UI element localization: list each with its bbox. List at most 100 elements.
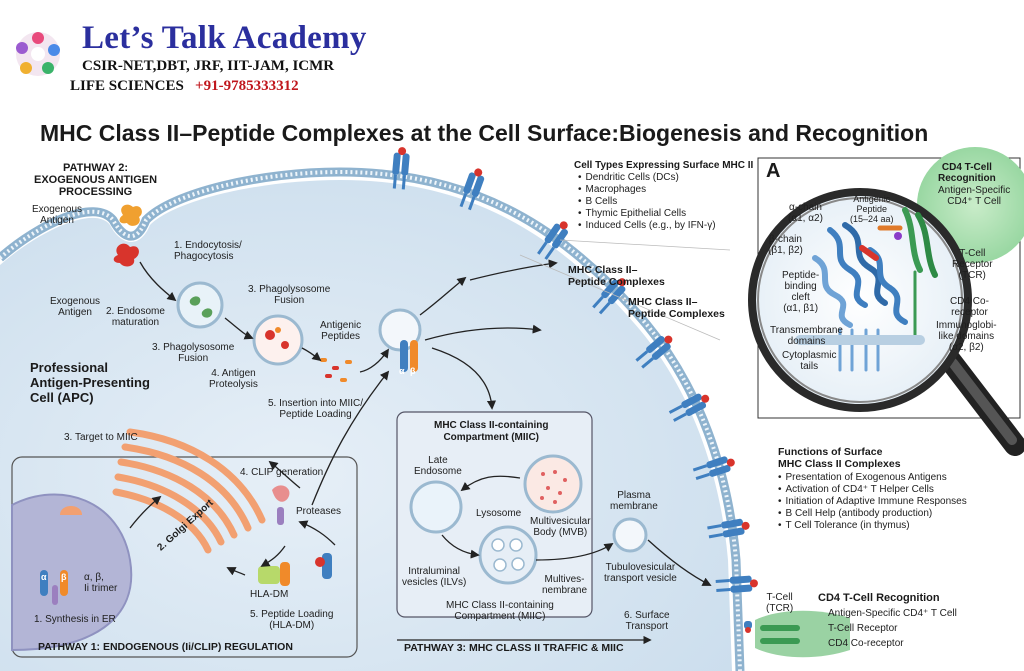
inset-transmembrane: Transmembrane domains xyxy=(770,325,843,347)
label-line: Peptide- xyxy=(782,270,820,281)
inset-cd4-coreceptor: CD4 Co- receptor xyxy=(950,296,989,318)
label-line: (HLA-DM) xyxy=(269,620,315,631)
label-line: binding xyxy=(784,281,817,292)
exogenous-antigen-blob-top xyxy=(119,204,142,226)
inset-cyto-tails: Cytoplasmic tails xyxy=(782,350,836,372)
label-line: Immunoglobi- xyxy=(936,320,997,331)
label-line: α-chain xyxy=(788,202,822,213)
label-line: Peptides xyxy=(321,331,361,342)
label-line: 3. Phagolysosome xyxy=(152,342,235,353)
exogenous-antigen-label-top: Exogenous Antigen xyxy=(32,204,82,226)
label-line: Fusion xyxy=(178,353,209,364)
cell-type-item: B Cells xyxy=(578,196,753,208)
label-line: Body (MVB) xyxy=(533,527,588,538)
step-phagolysosome-fusion-bottom: 3. Phagolysosome Fusion xyxy=(152,342,234,364)
apc-label-line: Cell (APC) xyxy=(30,390,94,405)
plasma-membrane-label: Plasma membrane xyxy=(610,490,658,512)
brand-name: Let’s Talk Academy xyxy=(82,20,367,56)
label-line: like domains xyxy=(938,331,995,342)
cd4-recognition-item: T-Cell Receptor xyxy=(828,623,898,634)
label-line: Transport xyxy=(625,621,668,632)
label-line: (TCR) xyxy=(958,270,986,281)
hla-dm-label: HLA-DM xyxy=(250,589,289,600)
function-item: T Cell Tolerance (in thymus) xyxy=(778,520,967,532)
phagolysosome-vesicle xyxy=(252,314,304,366)
multivesicular-compartment xyxy=(478,525,538,585)
trimer-beta-glyph: β xyxy=(61,572,67,582)
label-line: Exogenous xyxy=(50,296,101,307)
label-line: Fusion xyxy=(274,295,305,306)
lysosome-label: Lysosome xyxy=(476,508,522,519)
protease-shape xyxy=(272,485,290,502)
inset-peptide-binding-cleft: Peptide- binding cleft (α1, β1) xyxy=(782,270,819,314)
label-line: CD4⁺ T Cell xyxy=(947,196,1002,207)
surface-mhc-molecules xyxy=(392,147,758,593)
label-line: T-Cell xyxy=(766,592,793,603)
pathway2-header-line: EXOGENOUS ANTIGEN xyxy=(34,174,158,186)
bottom-tcell xyxy=(755,610,850,658)
step-endosome-maturation: 2. Endosome maturation xyxy=(106,306,165,328)
apc-label-line: Professional xyxy=(30,360,109,375)
inset-cd4-sub: Antigen-Specific CD4⁺ T Cell xyxy=(938,185,1010,207)
label-line: Peptide Loading xyxy=(279,409,352,420)
function-item: Activation of CD4⁺ T Helper Cells xyxy=(778,484,967,496)
label-line: vesicles (ILVs) xyxy=(402,577,467,588)
miic-header: MHC Class II-containing Compartment (MII… xyxy=(434,420,548,444)
label-line: CD4 Co- xyxy=(950,296,989,307)
label-line: maturation xyxy=(111,317,160,328)
label-line: Cytoplasmic xyxy=(782,350,837,361)
complex-label-2: MHC Class II– Peptide Complexes xyxy=(628,296,725,320)
label-line: Peptide Complexes xyxy=(568,276,665,288)
cd4-recognition-list: Antigen-Specific CD4⁺ T Cell T-Cell Rece… xyxy=(828,606,957,651)
cd4-recognition-item: Antigen-Specific CD4⁺ T Cell xyxy=(828,608,957,619)
inset-cd4-header: CD4 T-Cell Recognition xyxy=(938,162,996,184)
label-line: Antigenic xyxy=(320,320,362,331)
label-line: Antigen xyxy=(40,215,74,226)
label-line: 1. Endocytosis/ xyxy=(174,240,242,251)
brand-subject: LIFE SCIENCES xyxy=(70,78,184,94)
function-item: Initiation of Adaptive Immune Responses xyxy=(778,496,967,508)
label-line: Endosome xyxy=(414,466,462,477)
label-line: Compartment (MIIC) xyxy=(454,611,546,622)
label-line: Peptide xyxy=(856,204,888,214)
cd4-recognition-item: CD4 Co-receptor xyxy=(828,638,904,649)
complex-label-1: MHC Class II– Peptide Complexes xyxy=(568,264,665,288)
endosome-vesicle xyxy=(176,281,224,329)
label-line: membrane xyxy=(610,501,658,512)
functions-header-line: MHC Class II Complexes xyxy=(778,458,901,470)
pathway3-footer: PATHWAY 3: MHC CLASS II TRAFFIC & MIIC xyxy=(404,642,624,654)
label-line: (15–24 aa) xyxy=(850,214,894,224)
label-line: Multivesicular xyxy=(530,516,591,527)
cell-type-item: Induced Cells (e.g., by IFN-γ) xyxy=(578,220,753,232)
inset-alpha-chain: α-chain (α1, α2) xyxy=(788,202,823,224)
beta-chain-glyph: β xyxy=(410,366,416,376)
exogenous-antigen-label-bottom: Exogenous Antigen xyxy=(50,296,100,318)
cell-types-panel: Cell Types Expressing Surface MHC II Den… xyxy=(574,160,753,232)
brand-subject-line: LIFE SCIENCES +91-9785333312 xyxy=(70,78,299,95)
label-line: Tubulovesicular xyxy=(605,562,676,573)
label-line: MHC Class II– xyxy=(568,264,638,276)
antigenic-peptide-fragments xyxy=(320,358,352,382)
inset-ig-domains: Immunoglobi- like domains (α2, β2) xyxy=(936,320,997,353)
proteases-label: Proteases xyxy=(296,506,342,517)
brand-phone: +91-9785333312 xyxy=(195,78,299,94)
inset-tcr: T-Cell Receptor (TCR) xyxy=(952,248,993,281)
ilv-label: Intraluminal vesicles (ILVs) xyxy=(402,566,466,588)
label-line: transport vesicle xyxy=(604,573,677,584)
brand-logo xyxy=(16,32,60,76)
label-line: Compartment (MIIC) xyxy=(443,432,539,443)
cell-types-header: Cell Types Expressing Surface MHC II xyxy=(574,160,754,171)
golgi-stack xyxy=(112,428,266,554)
pathway2-header: PATHWAY 2: EXOGENOUS ANTIGEN PROCESSING xyxy=(34,162,157,198)
pathway2-header-line: PATHWAY 2: xyxy=(63,162,129,174)
step-endocytosis: 1. Endocytosis/ Phagocytosis xyxy=(174,240,242,262)
functions-panel: Functions of Surface MHC Class II Comple… xyxy=(778,446,967,532)
label-line: Antigen xyxy=(58,307,92,318)
step-synthesis-er: 1. Synthesis in ER xyxy=(34,614,116,625)
page-title: MHC Class II–Peptide Complexes at the Ce… xyxy=(40,120,929,146)
mvb-lysosome xyxy=(523,454,583,514)
label-line: cleft xyxy=(791,292,810,303)
mvb-label: Multivesicular Body (MVB) xyxy=(530,516,591,538)
trimer-alpha-glyph: α xyxy=(41,572,47,582)
